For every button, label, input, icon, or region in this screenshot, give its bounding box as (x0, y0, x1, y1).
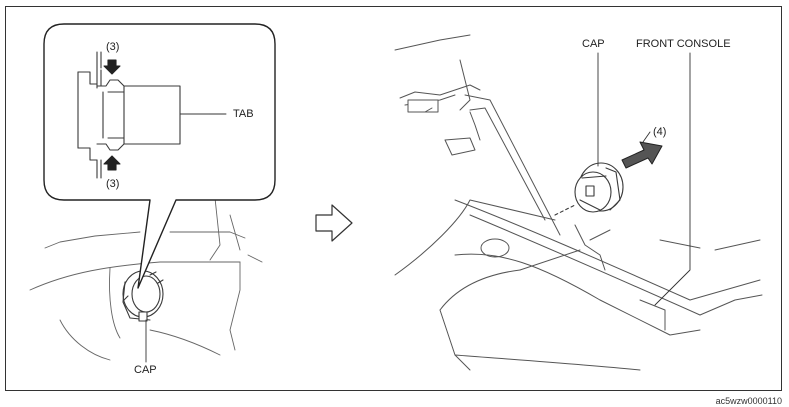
step-4-label: (4) (653, 126, 667, 138)
front-console-label: FRONT CONSOLE (636, 38, 731, 50)
solid-arrow-icon-bottom (103, 155, 121, 171)
step-3-bottom-label: (3) (106, 178, 120, 190)
tab-label: TAB (233, 108, 254, 120)
detail-callout (43, 23, 276, 289)
cap-left (122, 270, 164, 322)
step-3-top-label: (3) (106, 41, 120, 53)
hollow-right-arrow-icon (315, 204, 353, 242)
right-console-sketch (394, 34, 763, 371)
leader-lines (145, 52, 691, 363)
figure-border (5, 6, 782, 391)
figure-code: ac5wzw0000110 (715, 396, 782, 406)
cap-right (554, 162, 624, 216)
cap-label-left: CAP (134, 364, 157, 376)
pull-out-arrow-icon (621, 141, 663, 169)
solid-arrow-icon-top (103, 59, 121, 75)
detail-tab-drawing (77, 51, 211, 179)
cap-label-right: CAP (582, 38, 605, 50)
